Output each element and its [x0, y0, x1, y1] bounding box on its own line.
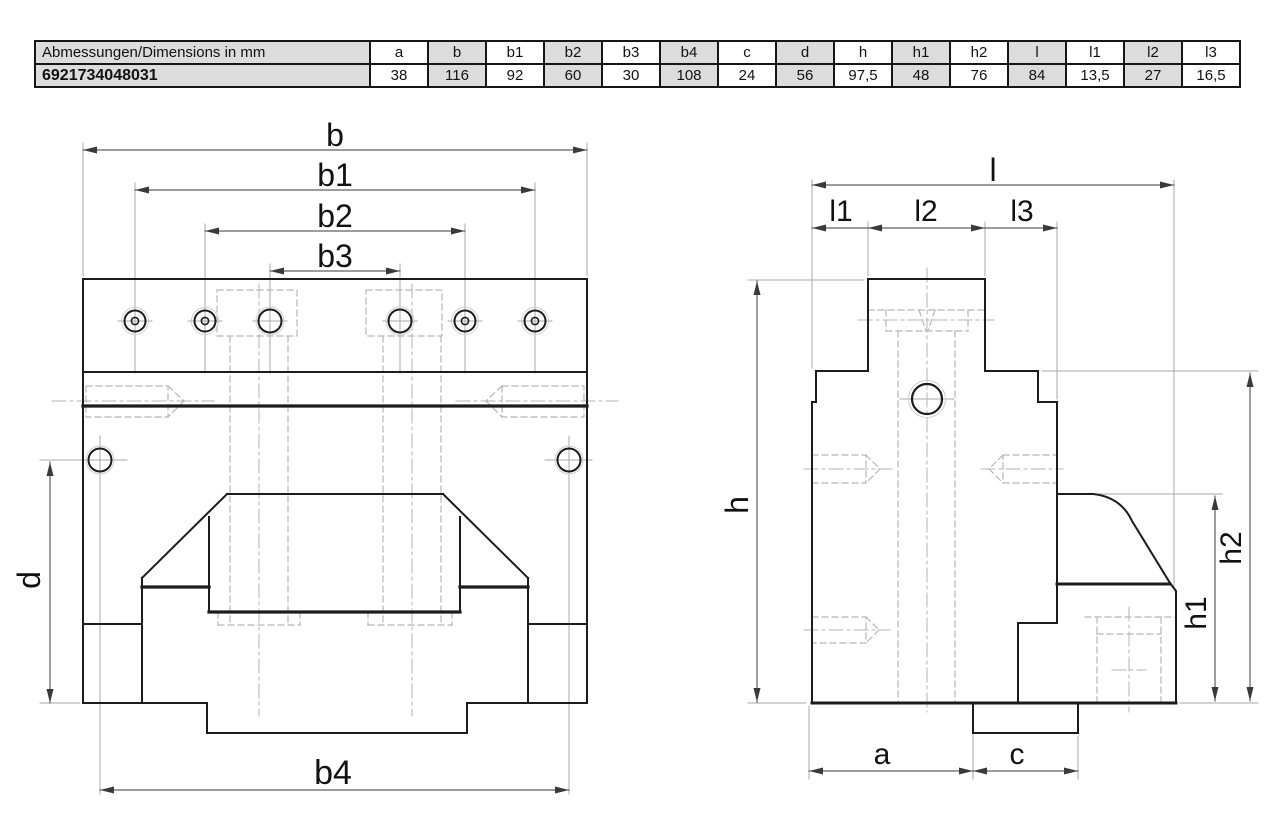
front-dimension-lines: [49, 149, 588, 791]
side-outline: [811, 278, 1177, 734]
dim-label-a: a: [874, 738, 891, 771]
dim-label-l: l: [989, 152, 996, 188]
front-auxiliary-lines: [39, 142, 593, 795]
value-l2: 27: [1123, 63, 1183, 88]
col-header-l2: l2: [1123, 40, 1183, 65]
side-dimension-lines: [756, 184, 1251, 772]
col-header-l: l: [1007, 40, 1067, 65]
side-hole: [908, 380, 946, 418]
value-b: 116: [427, 63, 487, 88]
value-c: 24: [717, 63, 777, 88]
dim-label-b: b: [326, 117, 344, 153]
col-header-h1: h1: [891, 40, 951, 65]
hole-3: [257, 308, 283, 334]
side-hole-left: [87, 447, 113, 473]
value-h1: 48: [891, 63, 951, 88]
front-dimension-arrows: [46, 146, 587, 794]
dim-label-b4: b4: [314, 754, 352, 792]
col-header-b4: b4: [659, 40, 719, 65]
col-header-b: b: [427, 40, 487, 65]
dimensions-table: Abmessungen/Dimensions in mm a b b1 b2 b…: [34, 40, 1241, 88]
dim-label-d: d: [11, 571, 47, 589]
col-header-h2: h2: [949, 40, 1009, 65]
front-centerlines: [51, 283, 619, 717]
value-l3: 16,5: [1181, 63, 1241, 88]
side-centerlines: [803, 267, 1147, 713]
side-hole-right: [556, 447, 582, 473]
col-header-b3: b3: [601, 40, 661, 65]
table-header-row: Abmessungen/Dimensions in mm a b b1 b2 b…: [34, 40, 1241, 65]
value-b2: 60: [543, 63, 603, 88]
dim-label-b3: b3: [317, 238, 353, 274]
dim-label-h2: h2: [1215, 531, 1248, 564]
front-mounting-holes: [85, 306, 584, 475]
hole-1: [123, 309, 147, 333]
dim-label-b1: b1: [317, 157, 353, 193]
side-view: l l1 l2 l3 h h1 h2 a c: [719, 152, 1259, 780]
col-header-h: h: [833, 40, 893, 65]
hole-6: [523, 309, 547, 333]
side-heavy-lines: [810, 582, 1178, 705]
dim-label-b2: b2: [317, 198, 353, 234]
value-b3: 30: [601, 63, 661, 88]
table-header-title: Abmessungen/Dimensions in mm: [34, 40, 371, 65]
col-header-l3: l3: [1181, 40, 1241, 65]
front-hidden-lines: [85, 289, 585, 626]
hole-4: [387, 308, 413, 334]
dim-label-l3: l3: [1010, 195, 1033, 228]
col-header-d: d: [775, 40, 835, 65]
col-header-b1: b1: [485, 40, 545, 65]
side-auxiliary-lines: [747, 179, 1259, 780]
front-body-outline: [82, 278, 588, 734]
value-l: 84: [1007, 63, 1067, 88]
hole-2: [193, 309, 217, 333]
article-number: 6921734048031: [34, 63, 371, 88]
col-header-a: a: [369, 40, 429, 65]
dim-label-h: h: [719, 496, 755, 514]
dim-label-h1: h1: [1180, 596, 1213, 629]
value-d: 56: [775, 63, 835, 88]
side-body-outline: [811, 278, 1177, 734]
value-b4: 108: [659, 63, 719, 88]
dim-label-l2: l2: [914, 195, 937, 228]
front-outline: [82, 278, 588, 734]
value-a: 38: [369, 63, 429, 88]
dim-label-l1: l1: [829, 195, 852, 228]
table-data-row: 6921734048031 38 116 92 60 30 108 24 56 …: [34, 63, 1241, 88]
hole-5: [453, 309, 477, 333]
front-view: b b1 b2 b3 b4 d: [11, 117, 619, 795]
value-l1: 13,5: [1065, 63, 1125, 88]
dim-label-c: c: [1010, 738, 1025, 771]
col-header-l1: l1: [1065, 40, 1125, 65]
value-b1: 92: [485, 63, 545, 88]
side-dimension-arrows: [753, 181, 1254, 775]
col-header-b2: b2: [543, 40, 603, 65]
value-h: 97,5: [833, 63, 893, 88]
col-header-c: c: [717, 40, 777, 65]
front-heavy-lines: [81, 404, 589, 614]
value-h2: 76: [949, 63, 1009, 88]
